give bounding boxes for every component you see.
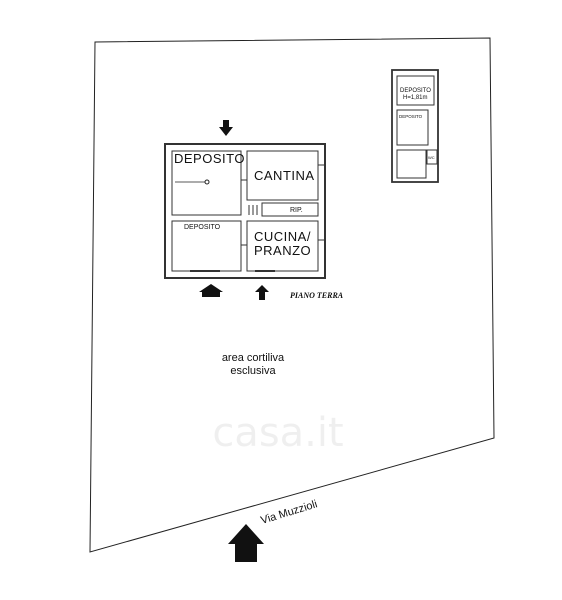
entrance-arrow-icon xyxy=(219,120,233,136)
lot-boundary xyxy=(89,37,495,553)
entrance-arrow-icon xyxy=(255,285,269,300)
room-label-deposito: DEPOSITO xyxy=(174,151,245,166)
room-label-cucina-line2: PRANZO xyxy=(254,243,311,258)
room-label-cantina: CANTINA xyxy=(254,168,315,183)
room-label-deposito-small: DEPOSITO xyxy=(184,224,221,231)
annex-label-wc: WC xyxy=(428,155,435,160)
courtyard-label-line1: area cortiliva xyxy=(222,352,285,364)
annex-building xyxy=(391,69,439,183)
courtyard-label-line2: esclusiva xyxy=(230,365,276,377)
annex-label-height: H=1,81m xyxy=(403,95,428,101)
floor-label: PIANO TERRA xyxy=(290,291,344,300)
room-label-cucina-line1: CUCINA/ xyxy=(254,229,311,244)
annex-label-deposito-small: DEPOSITO xyxy=(399,114,423,119)
street-label: Via Muzzioli xyxy=(259,498,318,527)
entrance-arrow-icon xyxy=(199,284,223,297)
room-label-rip: RIP. xyxy=(290,207,303,214)
annex-label-deposito: DEPOSITO xyxy=(400,88,431,94)
street-entrance-arrow-icon xyxy=(228,524,264,562)
watermark: casa.it xyxy=(212,410,343,456)
main-building xyxy=(164,143,326,279)
pillar-marker xyxy=(204,179,210,185)
